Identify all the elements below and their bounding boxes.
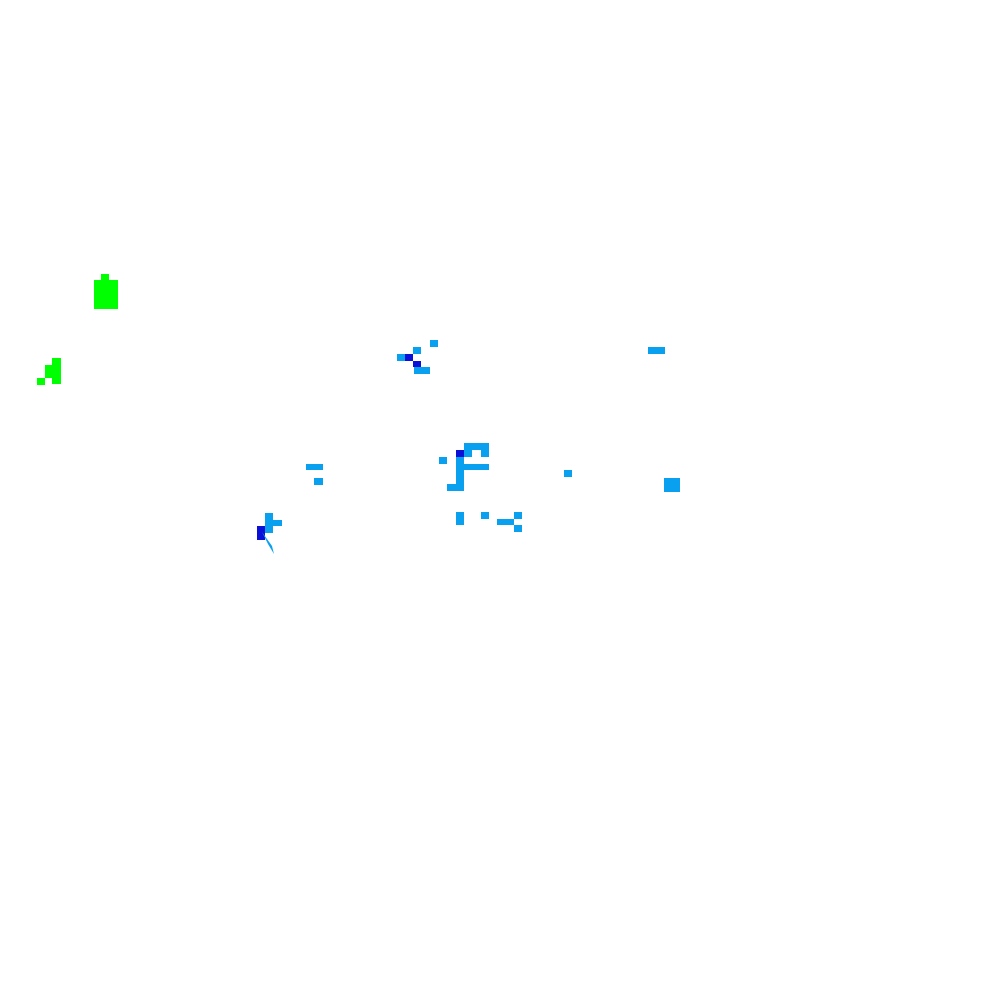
- blue-block: [447, 484, 456, 491]
- blue-block: [464, 450, 472, 457]
- blue-block: [439, 457, 447, 464]
- dark-blue-block: [413, 361, 421, 367]
- blue-block: [648, 347, 665, 354]
- blue-block: [514, 525, 522, 532]
- blue-block: [514, 512, 522, 519]
- blue-block: [430, 340, 438, 347]
- blue-block: [481, 450, 489, 457]
- green-block: [45, 365, 53, 378]
- blue-block: [306, 464, 323, 470]
- blue-stroke: [262, 532, 274, 554]
- blue-block: [564, 470, 572, 477]
- blue-block: [265, 513, 273, 520]
- green-block: [37, 378, 45, 385]
- dark-blue-block: [257, 526, 265, 540]
- green-block: [94, 280, 118, 309]
- blue-block: [413, 347, 421, 354]
- blue-block: [314, 478, 323, 485]
- blue-block: [456, 512, 464, 525]
- blue-block: [414, 367, 430, 374]
- blue-block: [664, 478, 680, 492]
- blue-block: [464, 464, 489, 470]
- blue-block: [456, 457, 464, 491]
- blue-block: [397, 354, 405, 361]
- green-block: [101, 274, 109, 280]
- blue-block: [265, 520, 282, 526]
- dark-blue-block: [456, 450, 464, 457]
- blue-block: [481, 512, 489, 519]
- green-block: [52, 358, 61, 384]
- blue-block: [497, 519, 514, 525]
- blue-block: [464, 443, 489, 450]
- blue-block: [265, 526, 273, 533]
- dark-blue-block: [405, 354, 413, 361]
